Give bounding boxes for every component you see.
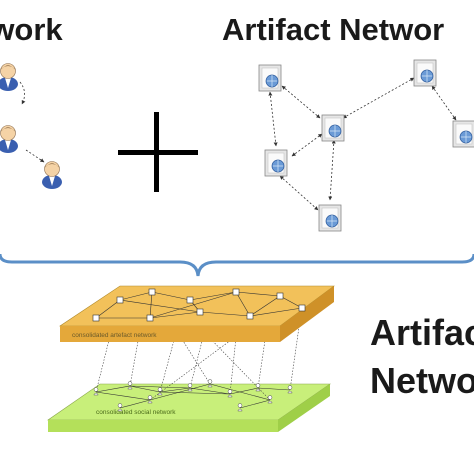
layered-network-illustration: consolidated social network consolidated… (47, 285, 335, 432)
artifact-plate-label: consolidated artefact network (72, 332, 157, 339)
person-icon (41, 161, 63, 190)
document-icon (318, 204, 342, 232)
person-icon (0, 125, 19, 154)
document-icon (258, 64, 282, 92)
artifact-network-title: Artifact Networ (222, 12, 445, 47)
document-icon (321, 114, 345, 142)
document-icon (413, 59, 437, 87)
artifact-network (268, 77, 457, 211)
plus-icon (118, 112, 198, 192)
social-plate-label: consolidated social network (96, 409, 176, 416)
document-icon (264, 149, 288, 177)
social-network (0, 63, 63, 190)
person-icon (0, 63, 19, 92)
social-network-title: twork (0, 12, 63, 47)
document-icon (452, 120, 474, 148)
grouping-bracket (0, 253, 474, 277)
combined-title-line1: Artifac (370, 312, 474, 353)
combined-title-line2: Netwo (370, 360, 474, 401)
